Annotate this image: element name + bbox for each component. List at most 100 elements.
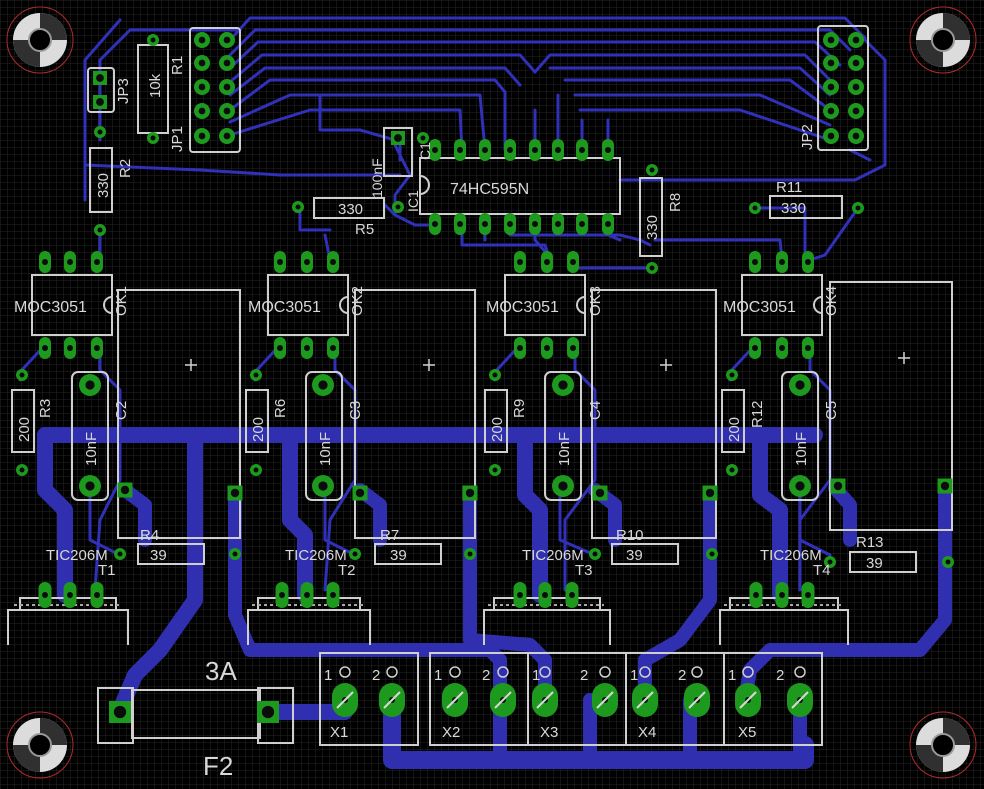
drill-hole: [85, 481, 95, 491]
label-moc-1: MOC3051: [14, 299, 87, 316]
drill-hole: [779, 592, 785, 598]
drill-hole: [94, 259, 100, 265]
drill-hole: [852, 59, 860, 67]
drill-hole: [940, 481, 950, 491]
drill-hole: [558, 380, 568, 390]
label-triac-3: TIC206M: [522, 547, 584, 564]
label-jp2: JP2: [799, 124, 816, 150]
label-r3: R3: [37, 399, 54, 418]
label-t1: T1: [98, 562, 116, 579]
drill-hole: [570, 259, 576, 265]
screw-slot: [688, 691, 706, 709]
screw-slot: [536, 691, 554, 709]
label-moc-3: MOC3051: [486, 299, 559, 316]
screw-slot: [636, 691, 654, 709]
label-triac-4: TIC206M: [760, 547, 822, 564]
label-r8: R8: [667, 193, 684, 212]
drill-hole: [67, 592, 73, 598]
label-r7-value: 39: [390, 547, 407, 564]
drill-hole: [304, 259, 310, 265]
label-x4-pin2: 2: [678, 667, 686, 684]
drill-hole: [279, 592, 285, 598]
terminal-marker: [339, 666, 351, 678]
terminal-marker: [599, 666, 611, 678]
screw-slot: [446, 691, 464, 709]
drill-hole: [544, 259, 550, 265]
drill-hole: [355, 488, 365, 498]
label-c4: C4: [587, 401, 604, 420]
label-c4-value: 10nF: [556, 432, 573, 466]
drill-hole: [223, 132, 231, 140]
screw-slot: [596, 691, 614, 709]
drill-hole: [432, 147, 438, 153]
drill-hole: [223, 36, 231, 44]
label-x2-pin2: 2: [482, 667, 490, 684]
drill-hole: [805, 345, 811, 351]
drill-hole: [729, 372, 735, 378]
screw-slot: [383, 691, 401, 709]
drill-hole: [827, 132, 835, 140]
drill-hole: [945, 559, 951, 565]
drill-hole: [779, 259, 785, 265]
label-x2-pin1: 1: [434, 667, 442, 684]
screw-slot: [739, 691, 757, 709]
screw-slot: [336, 691, 354, 709]
mounting-holes: [6, 6, 977, 779]
drill-hole: [330, 345, 336, 351]
drill-hole: [753, 592, 759, 598]
drill-hole: [579, 147, 585, 153]
drill-hole: [705, 488, 715, 498]
terminal-marker: [639, 666, 651, 678]
label-r9: R9: [511, 399, 528, 418]
drill-hole: [261, 705, 275, 719]
label-r3-value: 200: [16, 417, 33, 442]
drill-hole: [855, 205, 861, 211]
label-x3-pin1: 1: [532, 667, 540, 684]
terminal-marker: [539, 666, 551, 678]
terminal-marker: [794, 666, 806, 678]
label-r6-value: 200: [250, 417, 267, 442]
screw-slot: [494, 691, 512, 709]
label-jp3: JP3: [115, 78, 132, 104]
label-fuse-value: 3A: [205, 656, 237, 686]
drill-hole: [19, 372, 25, 378]
drill-hole: [482, 147, 488, 153]
label-r6: R6: [272, 399, 289, 418]
silkscreen-outlines: [7, 25, 953, 746]
drill-hole: [852, 107, 860, 115]
drill-hole: [420, 135, 426, 141]
drill-hole: [277, 259, 283, 265]
label-c3: C3: [347, 401, 364, 420]
drill-hole: [532, 221, 538, 227]
drill-hole: [517, 592, 523, 598]
drill-hole: [570, 345, 576, 351]
drill-hole: [752, 345, 758, 351]
screw-slot: [791, 691, 809, 709]
drill-hole: [779, 345, 785, 351]
drill-hole: [304, 345, 310, 351]
drill-hole: [752, 259, 758, 265]
label-r2: R2: [117, 159, 134, 178]
label-x1: X1: [330, 724, 348, 741]
label-x2: X2: [442, 724, 460, 741]
label-r11: R11: [776, 179, 802, 196]
pads: [16, 32, 954, 723]
drill-hole: [120, 485, 130, 495]
label-r12: R12: [749, 400, 766, 428]
label-ic1-value: 74HC595N: [450, 181, 529, 198]
drill-hole: [97, 227, 103, 233]
drill-hole: [457, 221, 463, 227]
label-r13-value: 39: [866, 555, 883, 572]
label-c2-value: 10nF: [83, 432, 100, 466]
drill-hole: [223, 107, 231, 115]
mounting-hole-bottom-right: [909, 711, 977, 779]
drill-hole: [304, 592, 310, 598]
drill-hole: [482, 221, 488, 227]
label-r4-value: 39: [150, 547, 167, 564]
label-r12-value: 200: [726, 417, 743, 442]
drill-hole: [96, 74, 104, 82]
drill-hole: [42, 592, 48, 598]
drill-hole: [198, 83, 206, 91]
label-x4: X4: [638, 724, 656, 741]
